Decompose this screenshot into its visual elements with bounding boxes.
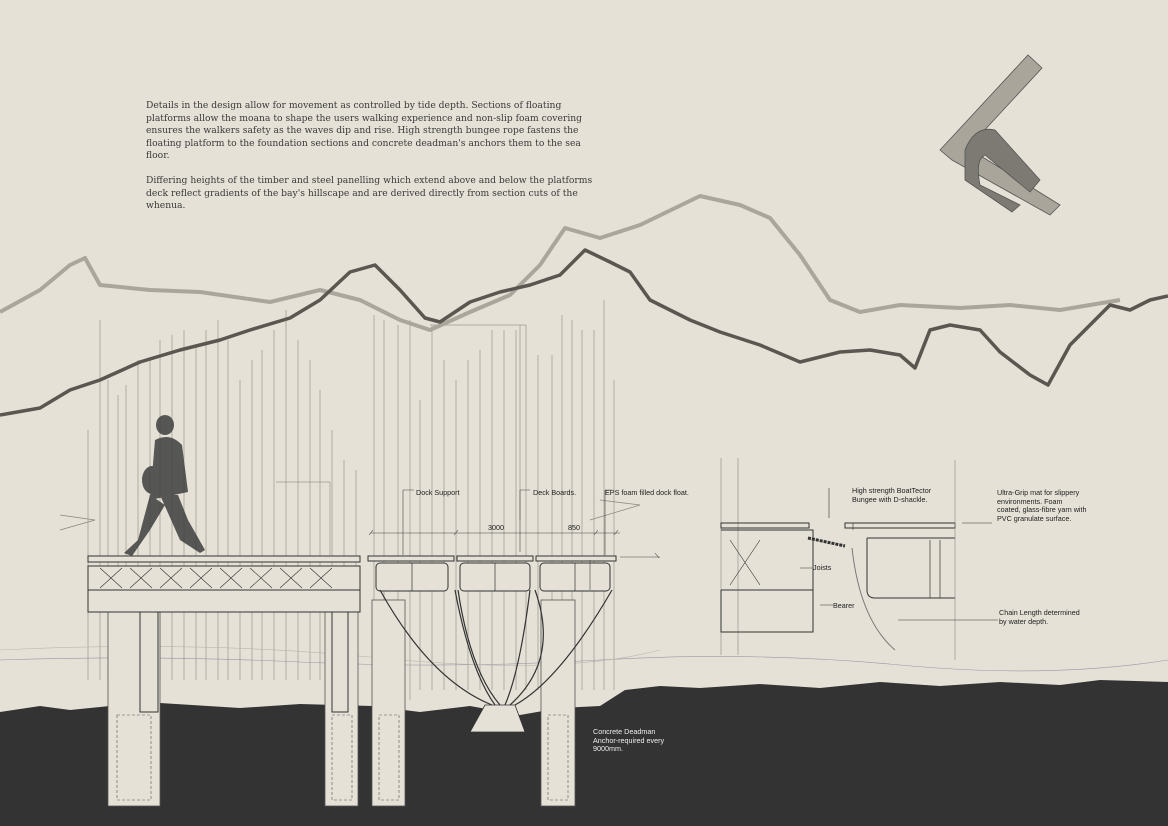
dimension-3000: 3000 [488, 523, 504, 532]
pile-posts [139, 611, 349, 713]
concrete-deadman [469, 704, 526, 733]
walking-person [124, 415, 205, 556]
ridge-line-dark [0, 248, 1168, 417]
dimension-850: 850 [568, 523, 580, 532]
intro-text: Details in the design allow for movement… [146, 100, 606, 225]
floating-platforms [367, 555, 617, 592]
label-chain: Chain Length determined by water depth. [999, 608, 1080, 626]
site-plan-icon [939, 54, 1061, 216]
intro-paragraph-1: Details in the design allow for movement… [146, 100, 583, 162]
label-dock-support: Dock Support [416, 488, 460, 497]
label-bungee: High strength BoatTector Bungee with D-s… [852, 486, 932, 504]
label-deck-boards: Deck Boards. [533, 488, 577, 497]
ridge-line-light [0, 194, 1121, 332]
water-line [0, 656, 1168, 672]
label-ultra-grip: Ultra-Grip mat for slippery environments… [997, 488, 1087, 523]
label-deadman: Concrete Deadman Anchor-required every 9… [593, 727, 665, 754]
detail-section [720, 458, 998, 660]
intro-paragraph-2: Differing heights of the timber and stee… [146, 174, 593, 212]
fixed-walkway [87, 555, 361, 613]
anchor-ropes [379, 589, 613, 706]
sea-floor [0, 680, 1168, 826]
label-bearer: Bearer [833, 601, 855, 610]
label-eps-float: EPS foam filled dock float. [605, 488, 689, 497]
piles [107, 599, 576, 807]
label-joists: Joists [813, 563, 832, 572]
